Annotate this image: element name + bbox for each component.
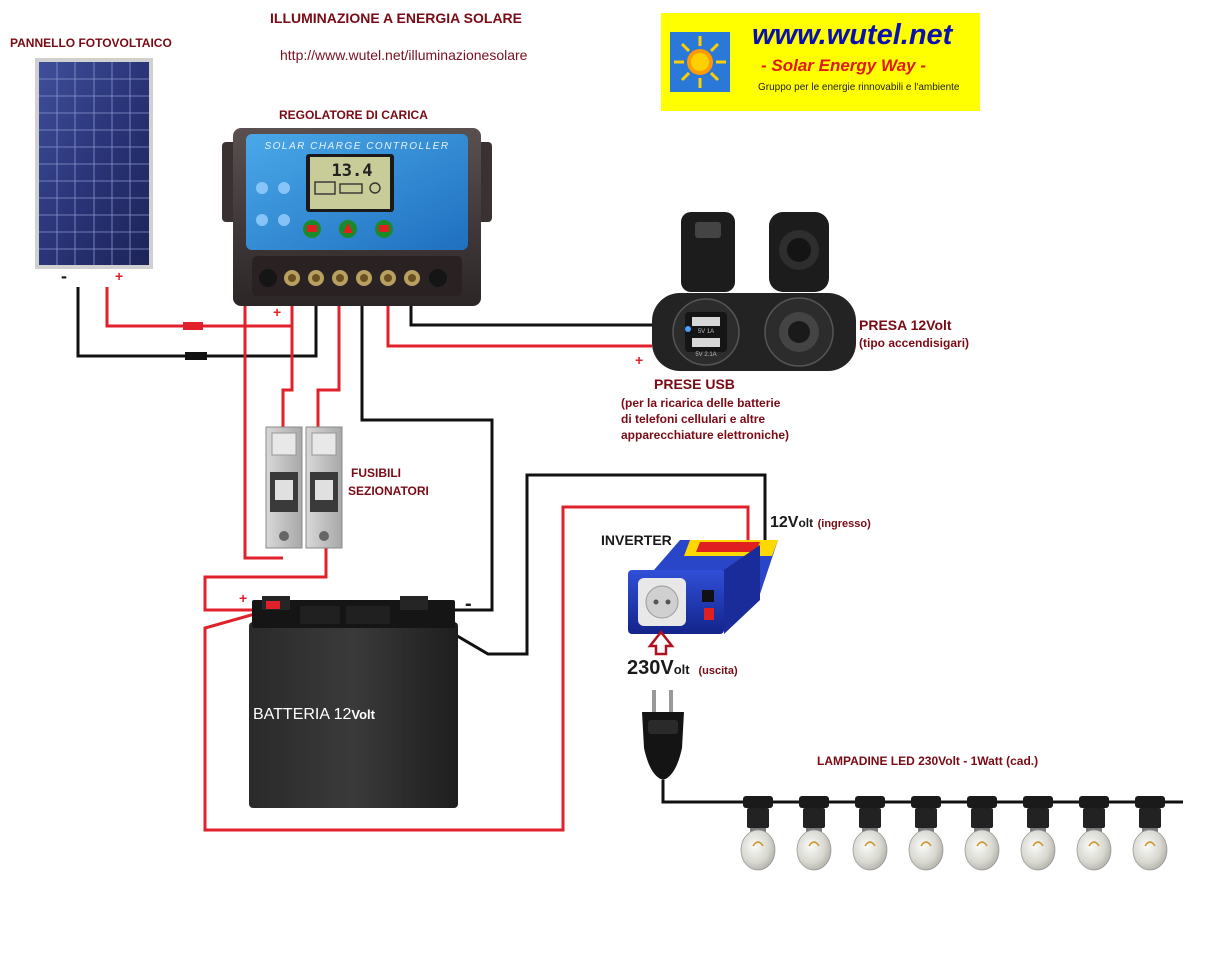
- logo-slogan: - Solar Energy Way -: [761, 56, 927, 75]
- logo-tagline: Gruppo per le energie rinnovabili e l'am…: [758, 82, 960, 93]
- usb-note-line-3: apparecchiature elettroniche): [621, 428, 790, 442]
- socket-label: PRESA 12Volt: [859, 317, 952, 333]
- socket-panel: 5V 1A 5V 2.1A: [652, 212, 856, 371]
- controller-plus-sign: +: [273, 304, 282, 320]
- panel-label: PANNELLO FOTOVOLTAICO: [10, 36, 172, 50]
- fuse-1: [265, 426, 303, 549]
- led-lamp: [1132, 796, 1168, 871]
- battery-label: BATTERIA 12Volt: [253, 706, 375, 724]
- output-arrow-icon: [647, 629, 675, 656]
- wires: [76, 287, 1183, 832]
- logo-site[interactable]: www.wutel.net: [752, 19, 953, 51]
- socket-note: (tipo accendisigari): [859, 336, 970, 350]
- wire-fuse2-to-battery: [203, 548, 328, 612]
- inline-fuse-black: [185, 352, 207, 360]
- led-lamp: [796, 796, 832, 871]
- wire-ctrl-to-battery-neg: [360, 300, 494, 612]
- logo-box: www.wutel.net - Solar Energy Way - Grupp…: [661, 13, 980, 111]
- battery-label-sub: Volt: [351, 707, 375, 722]
- diagram-title: ILLUMINAZIONE A ENERGIA SOLARE: [270, 10, 522, 26]
- fuse-2: [305, 426, 343, 549]
- led-lamp: [1076, 796, 1112, 871]
- led-lamp: [852, 796, 888, 871]
- inverter-label: INVERTER: [601, 532, 672, 548]
- lamps-label: LAMPADINE LED 230Volt - 1Watt (cad.): [817, 754, 1039, 768]
- inverter-input-main: 12V: [770, 514, 799, 531]
- sun-icon: [670, 32, 730, 92]
- usb-plus-sign: +: [635, 352, 644, 368]
- inverter-output-sub: olt: [673, 662, 690, 677]
- controller-terminals: [259, 269, 447, 287]
- inverter-input-note: (ingresso): [817, 518, 871, 530]
- led-lamp: [964, 796, 1000, 871]
- inline-fuse-red: [183, 322, 203, 330]
- controller-buttons: [303, 220, 393, 238]
- battery-plus-sign: +: [239, 590, 248, 606]
- wire-ctrl-to-presa-pos: [386, 300, 652, 348]
- wire-ctrl-to-presa-neg: [409, 300, 652, 327]
- inverter-input-label: 12Volt (ingresso): [770, 514, 871, 532]
- inverter-output-note: (uscita): [698, 665, 738, 677]
- controller-label: REGOLATORE DI CARICA: [279, 108, 428, 122]
- charge-controller: SOLAR CHARGE CONTROLLER 13.4: [222, 128, 492, 306]
- schuko-plug: [642, 690, 684, 780]
- fuse-disconnectors: [265, 426, 343, 549]
- battery-label-main: BATTERIA 12: [253, 706, 352, 723]
- inverter-output-main: 230V: [627, 657, 674, 679]
- inverter-output-label: 230Volt (uscita): [627, 657, 738, 680]
- battery-minus-sign: -: [465, 593, 472, 615]
- usb-port-label-2: 5V 2.1A: [695, 352, 716, 358]
- panel-minus-sign: -: [61, 266, 67, 286]
- controller-header-text: SOLAR CHARGE CONTROLLER: [264, 141, 449, 152]
- wire-ctrl-to-fuse2: [316, 300, 341, 428]
- wire-battery-to-inverter-pos: [203, 505, 750, 832]
- led-lamp: [1020, 796, 1056, 871]
- led-lamp: [740, 796, 776, 871]
- battery: [249, 596, 458, 808]
- usb-note-line-2: di telefoni cellulari e altre: [621, 412, 766, 426]
- led-lamp: [908, 796, 944, 871]
- usb-note-line-1: (per la ricarica delle batterie: [621, 396, 781, 410]
- wire-battery-to-inverter-neg: [429, 473, 767, 656]
- wire-ctrl-to-fuse1: [281, 326, 294, 428]
- panel-plus-sign: +: [115, 268, 124, 284]
- wire-plug-to-lamps: [661, 780, 1183, 804]
- fuses-label-line-1: FUSIBILI: [351, 466, 401, 480]
- solar-panel: [35, 58, 153, 269]
- fuses-label-line-2: SEZIONATORI: [348, 484, 429, 498]
- led-lamp-string: [740, 796, 1168, 871]
- inverter: [628, 540, 778, 634]
- inverter-input-sub: olt: [798, 516, 814, 530]
- usb-port-label-1: 5V 1A: [698, 329, 714, 335]
- diagram-url[interactable]: http://www.wutel.net/illuminazionesolare: [280, 47, 528, 63]
- controller-display-value: 13.4: [332, 161, 373, 181]
- usb-label: PRESE USB: [654, 376, 735, 392]
